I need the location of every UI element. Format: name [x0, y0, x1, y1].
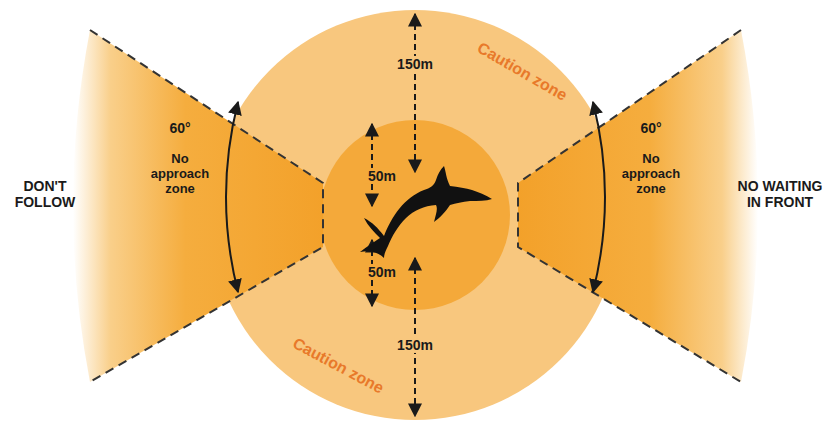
zone-label: Caution zone	[289, 334, 386, 397]
dimension-label: 150m	[394, 337, 436, 353]
angle-label: 60°	[640, 120, 661, 136]
zone-name: No approach zone	[141, 152, 219, 197]
inner-zone-circle-outline	[320, 120, 510, 310]
dimension-label: 50m	[365, 168, 399, 184]
zone-label: Caution zone	[474, 39, 570, 105]
dimension-label: 50m	[365, 264, 399, 280]
zone-name: No approach zone	[612, 152, 690, 197]
angle-label: 60°	[169, 120, 190, 136]
inner-zone-circle: 50m 50m	[320, 120, 510, 310]
rule-label: NO WAITING IN FRONT	[734, 178, 826, 210]
dimension-label: 150m	[394, 56, 436, 72]
rule-label: DON'T FOLLOW	[5, 178, 85, 210]
